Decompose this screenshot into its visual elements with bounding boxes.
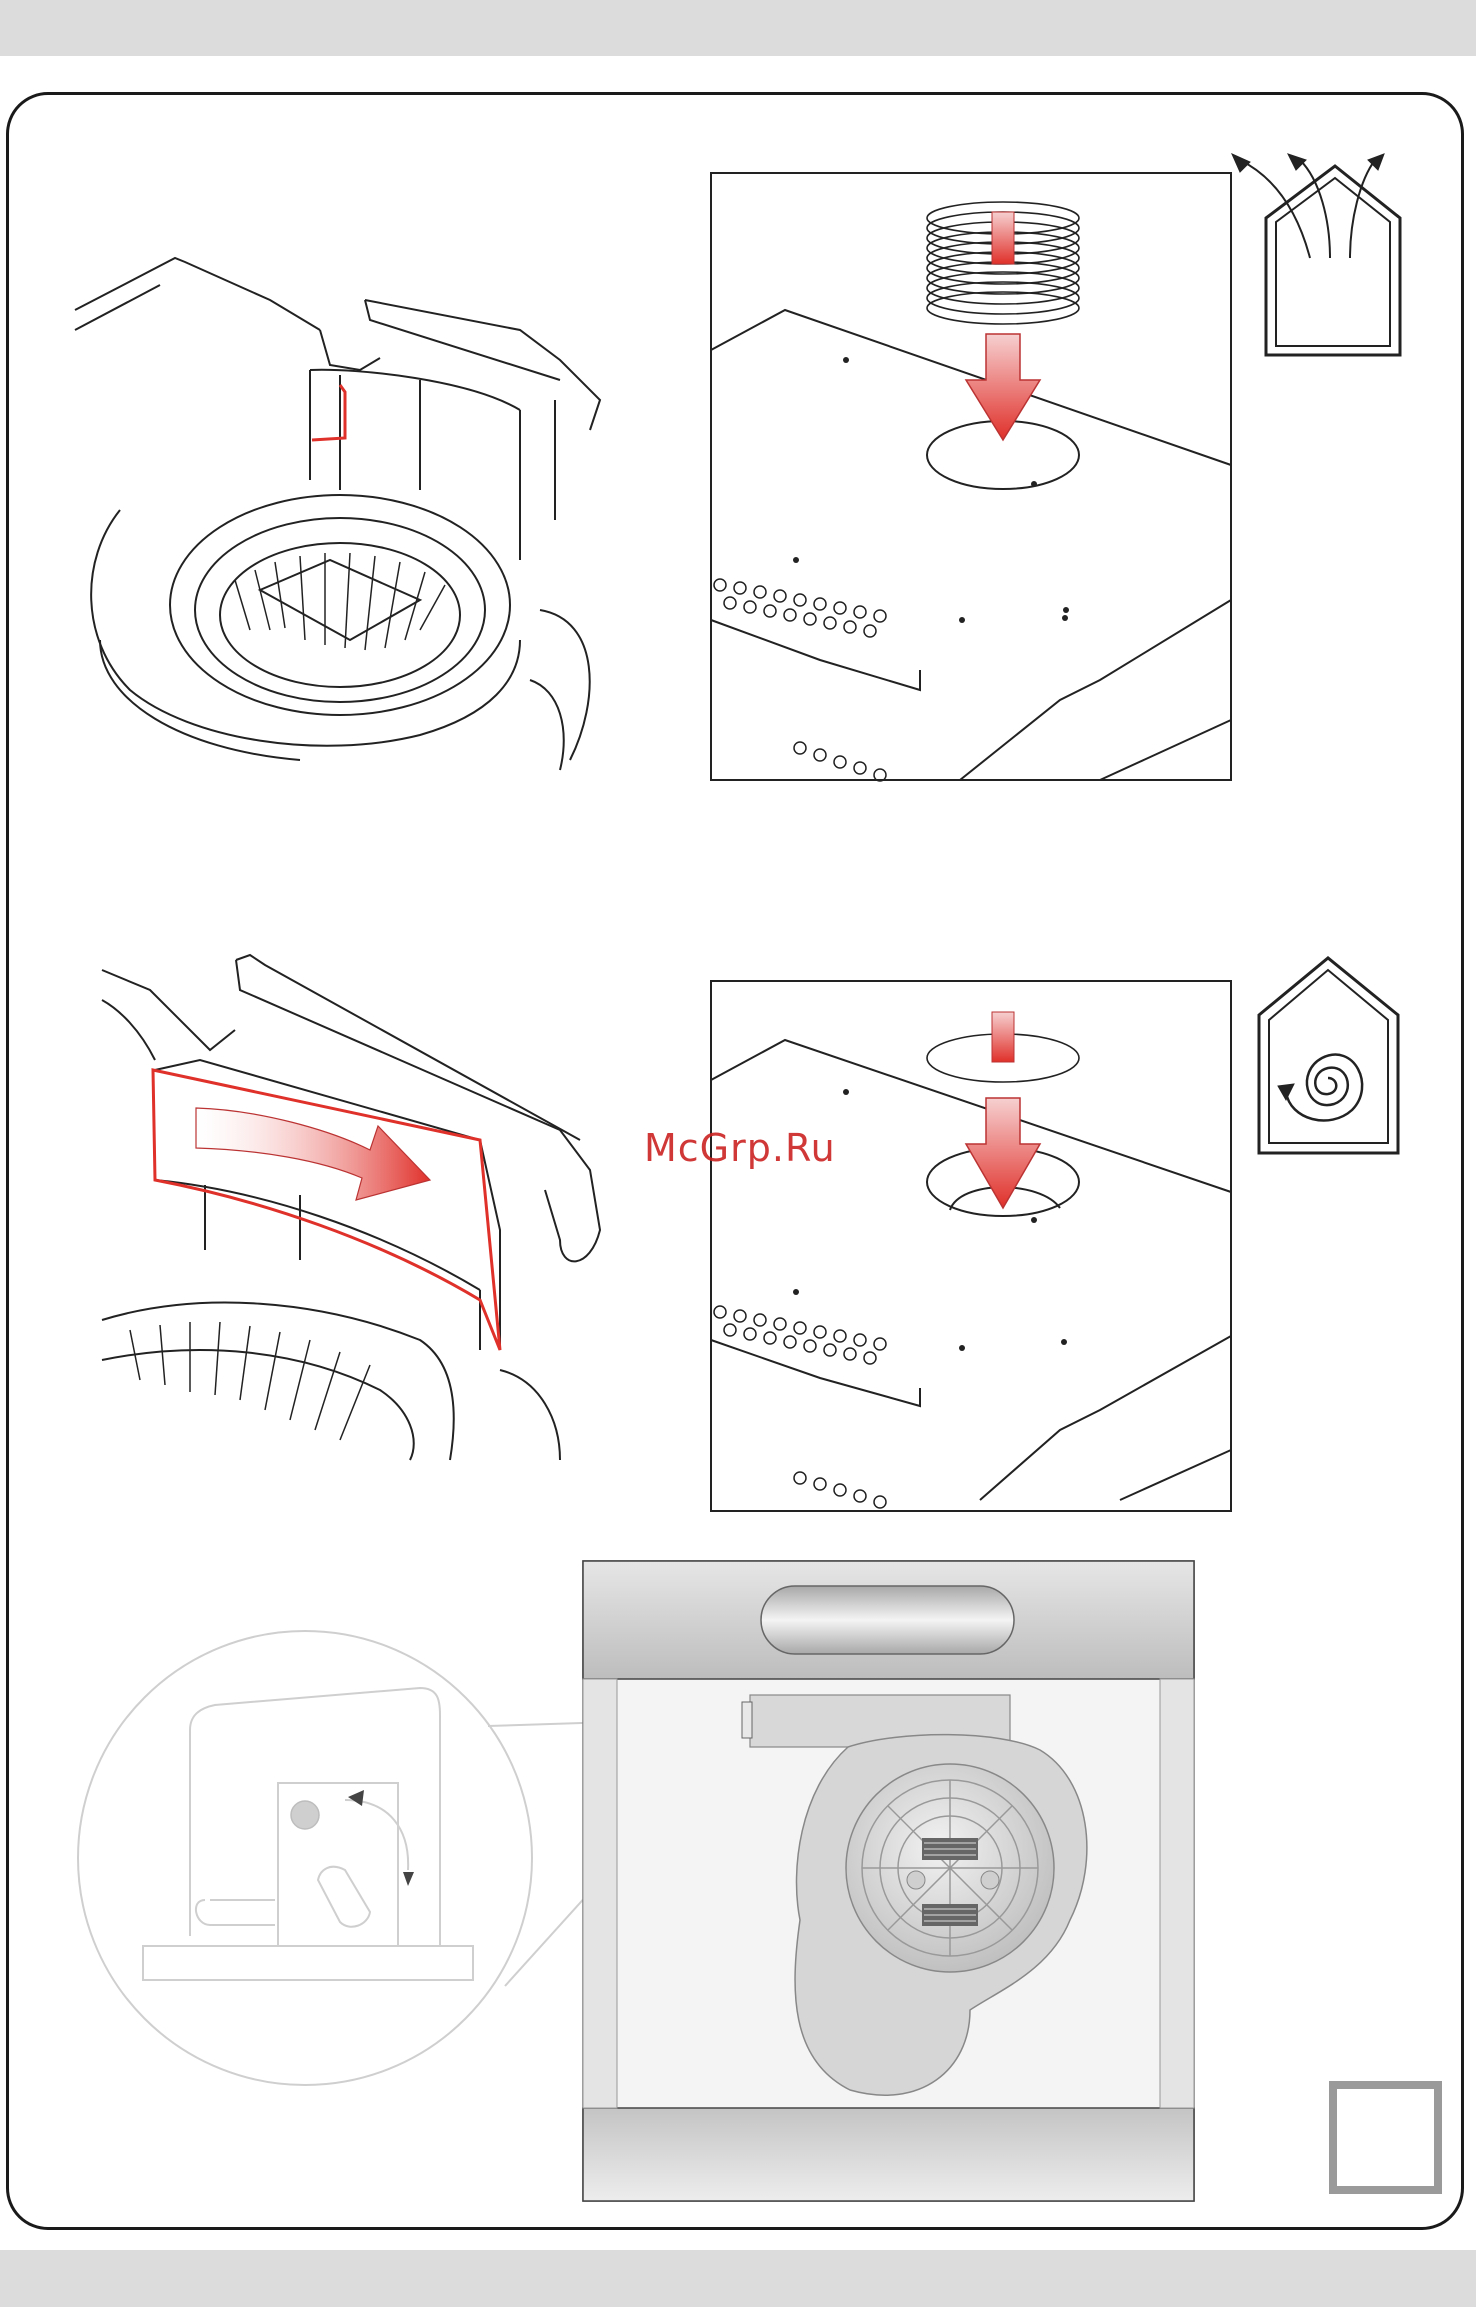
- damper-pin-icon: [291, 1801, 319, 1829]
- house-airflow-out-icon: [1232, 154, 1400, 355]
- hood-top-vent-closed-illustration: [711, 981, 1231, 1511]
- house-spiral-recirculation-icon: [1259, 958, 1398, 1153]
- empty-square-icon: [1333, 2085, 1438, 2190]
- blower-rotate-illustration: [102, 955, 600, 1460]
- hood-underside-fan-illustration: [583, 1561, 1194, 2201]
- hood-top-vent-illustration: [711, 173, 1231, 781]
- blower-housing-illustration: [75, 258, 600, 770]
- watermark-text: McGrp.Ru: [644, 1126, 836, 1170]
